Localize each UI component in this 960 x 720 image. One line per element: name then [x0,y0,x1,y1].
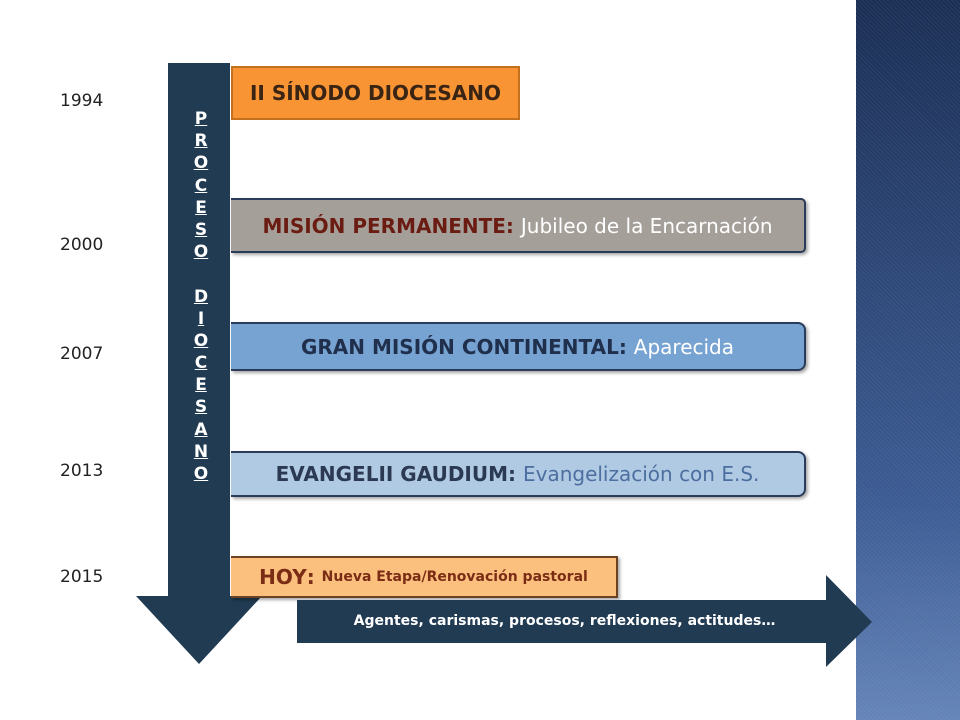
process-letter: P [194,109,208,129]
milestone-title: II SÍNODO DIOCESANO [249,81,501,105]
year-label-2007: 2007 [60,344,104,364]
milestone-title: GRAN MISIÓN CONTINENTAL [300,334,619,359]
process-letter: S [194,397,208,418]
milestone-synod: II SÍNODO DIOCESANO [231,66,520,120]
process-letter: E [195,197,207,218]
process-letter: S [194,219,208,240]
process-letter: N [193,441,209,462]
milestone-separator: : [306,565,322,589]
year-label-2000: 2000 [60,235,104,255]
milestone-title: HOY [259,565,307,589]
year-label-2015: 2015 [60,567,104,587]
process-letter: O [193,464,209,484]
process-letter: A [194,419,208,440]
process-letter: I [197,308,205,329]
milestone-separator: : [508,462,523,486]
process-vertical-label: P R O C E S O D I O C E S A N O [188,108,214,485]
milestone-today: HOY: Nueva Etapa/Renovación pastoral [231,556,618,598]
milestone-permanent-mission: MISIÓN PERMANENTE: Jubileo de la Encarna… [231,198,806,253]
year-label-1994: 1994 [60,91,104,111]
milestone-subtitle: Jubileo de la Encarnación [520,213,773,238]
milestone-evangelii-gaudium: EVANGELII GAUDIUM: Evangelización con E.… [231,451,806,497]
process-letter: E [195,375,207,396]
process-letter: O [193,242,209,263]
milestone-title: EVANGELII GAUDIUM [275,462,508,486]
milestone-separator: : [505,213,521,238]
milestone-continental-mission: GRAN MISIÓN CONTINENTAL: Aparecida [231,322,806,371]
process-letter: C [194,353,208,374]
decorative-sidebar [856,0,960,720]
process-letter: D [193,286,209,307]
milestone-subtitle: Evangelización con E.S. [522,462,760,486]
bottom-arrow-text: Agentes, carismas, procesos, reflexiones… [353,613,776,629]
process-letter: R [194,131,208,152]
milestone-subtitle: Aparecida [633,334,735,359]
milestone-separator: : [618,334,634,359]
year-label-2013: 2013 [60,461,104,481]
milestone-subtitle: Nueva Etapa/Renovación pastoral [321,569,588,585]
process-letter: O [193,330,209,351]
process-letter: C [194,175,208,196]
milestone-title: MISIÓN PERMANENTE [262,213,506,238]
process-letter: O [193,153,209,174]
